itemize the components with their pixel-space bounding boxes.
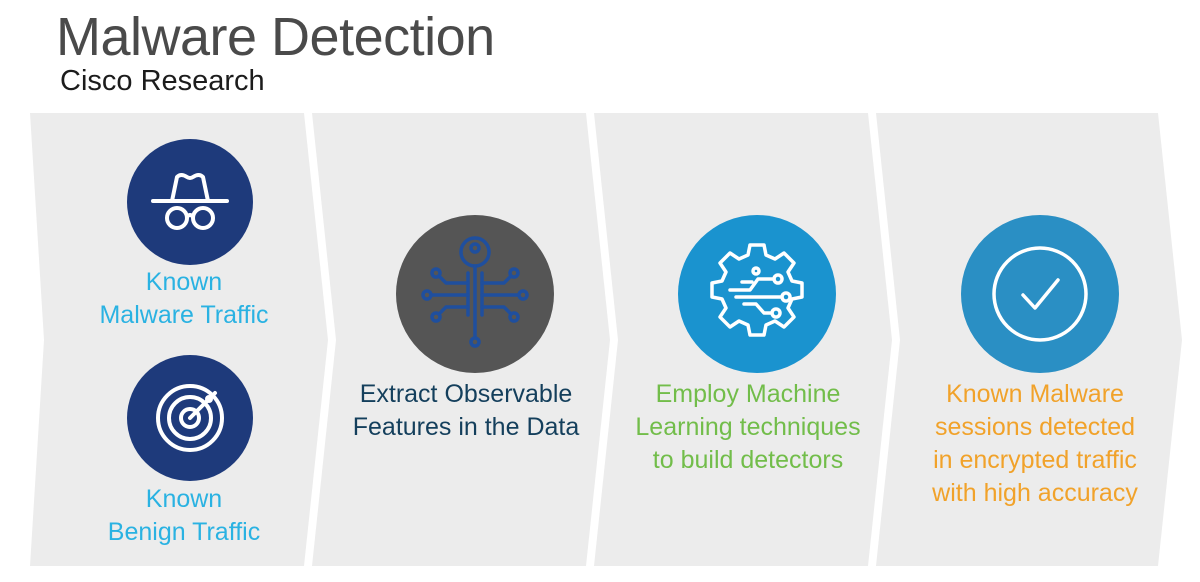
benign-traffic-label: Known Benign Traffic <box>107 485 261 546</box>
machine-learning-label: Employ Machine Learning techniques to bu… <box>635 380 861 474</box>
malware-traffic-label: Known Malware Traffic <box>99 268 269 329</box>
spy-icon <box>127 139 253 265</box>
result-label: Known Malware sessions detected in encry… <box>932 380 1138 507</box>
extract-features-label: Extract Observable Features in the Data <box>352 380 580 441</box>
key-network-icon <box>396 215 554 373</box>
page-subtitle: Cisco Research <box>60 65 265 97</box>
chevron-panel-inputs <box>30 113 328 566</box>
checkmark-icon <box>961 215 1119 373</box>
radar-icon <box>127 355 253 481</box>
page-title: Malware Detection <box>56 7 495 67</box>
gear-circuit-icon <box>678 215 836 373</box>
